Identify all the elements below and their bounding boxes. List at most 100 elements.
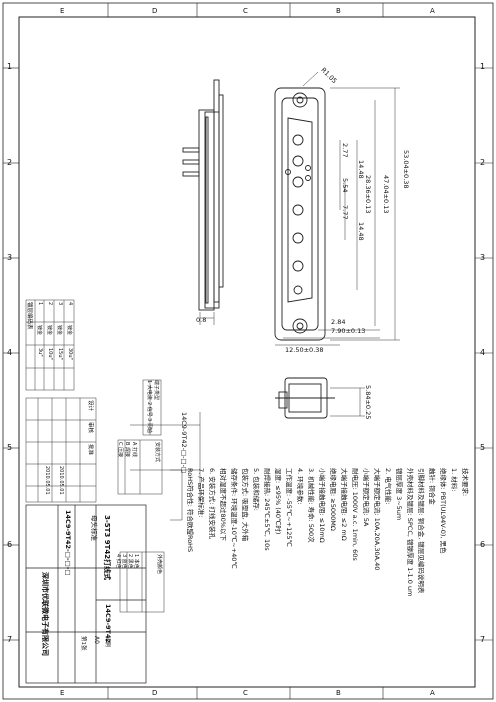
front-view — [274, 87, 326, 341]
zone-letter-a-bottom: A — [430, 689, 435, 697]
title-block-scale-value: A0 — [93, 636, 100, 644]
dim-584: 5.84±0.25 — [364, 385, 372, 420]
dim-277: 2.77 — [341, 143, 349, 158]
note-line: 耐焊接热: 245℃±5℃, 10s — [263, 468, 271, 551]
note-line: 包装方式: 吸塑盘, 大外箱 — [241, 468, 249, 542]
zone-letter-d-bottom: D — [152, 689, 158, 697]
zone-num-7-left: 7 — [7, 635, 13, 644]
zone-letter-b-bottom: B — [336, 689, 341, 697]
code-table-c-row: 4 红色 — [115, 554, 121, 569]
zone-letter-c: C — [243, 7, 248, 15]
dim-284: 2.84 — [331, 318, 346, 326]
plating-row: 镀金 — [46, 325, 52, 336]
code-table-c-row: 3 蓝色 — [121, 554, 127, 569]
zone-num-3-right: 3 — [480, 253, 486, 262]
rev-approve-label: 批准 — [87, 444, 93, 456]
note-line: 外壳材料及镀层: SPCC, 镀镍厚度 1-1.0 um — [406, 468, 414, 597]
zone-num-2-left: 2 — [7, 158, 13, 167]
dim-554: 5.54 — [341, 178, 349, 193]
code-table-a-row: 2 信号 — [146, 402, 152, 417]
zone-num-6-left: 6 — [7, 540, 13, 549]
note-line: 相对湿度不超过80%以下 — [219, 468, 227, 541]
plating-row: 镀金 — [36, 325, 42, 336]
note-line: RoHS符合性: 符合欧盟RoHS — [186, 468, 194, 553]
note-line: 大端子接触电阻: ≤2 mΩ — [340, 468, 348, 541]
zone-letter-a: A — [430, 7, 435, 15]
note-line: 绝缘体: PBT(UL94V-0), 黑色 — [439, 468, 447, 554]
title-block-subtitle: 母头标准 — [90, 515, 98, 541]
plating-table — [25, 299, 75, 391]
title-block-scale-label: 比例 — [104, 636, 110, 648]
note-line: 小端子额定电流: 5A — [362, 468, 370, 527]
notes-title: 技术要求: — [461, 468, 469, 497]
dim-53: 53.04±0.38 — [402, 150, 410, 189]
code-table-a-row: 3 同轴 — [146, 418, 152, 433]
code-table-b-title: 安装方式 — [154, 442, 160, 463]
note-line: 耐电压: 1000V a.c. 1min, 60s — [351, 468, 359, 561]
notes-block: 技术要求: 1. 材料: 绝缘体: PBT(UL94V-0), 黑色 触针: 铜… — [184, 468, 470, 596]
note-line: 4. 环境参数: — [296, 468, 304, 505]
dim-1250: 12.50±0.38 — [285, 346, 324, 354]
rev-date-2: 2010.05.01 — [44, 466, 50, 495]
note-line: 触针: 铜合金 — [428, 468, 436, 505]
title-block-part-no: 14C9-9T42-□-□-□ — [64, 510, 72, 576]
zone-num-7-right: 7 — [480, 635, 486, 644]
code-table-b-row: A 打线 — [131, 442, 137, 458]
zone-letter-e-bottom: E — [60, 689, 65, 697]
note-line: 小端子接触电阻: ≤10mΩ — [318, 468, 326, 543]
zone-num-2-right: 2 — [480, 158, 486, 167]
note-line: 引脚材料及镀层: 铜合金, 镀层见编码说明表 — [417, 468, 425, 594]
note-line: 1. 材料: — [450, 468, 458, 492]
plating-row: 10u" — [47, 348, 53, 360]
title-block-product: 3-5T3 9T42打线式 — [103, 515, 111, 581]
title-block-sheet: 第1张 — [80, 636, 86, 651]
note-line: 2. 电气性能: — [384, 468, 392, 505]
note-line: 3. 机械性能: 寿命: 500次 — [307, 468, 315, 543]
note-line: 绝缘电阻: ≥5000MΩ — [329, 468, 337, 531]
dim-28: 28.36±0.13 — [364, 175, 372, 214]
title-block-company: 深圳市优联微电子有限公司 — [41, 572, 49, 656]
dim-47: 47.04±0.13 — [382, 175, 390, 214]
plating-row: 2 — [47, 302, 53, 306]
dim-14b: 14.48 — [357, 222, 365, 241]
part-code: 14C9-9T42-□-□-□ — [180, 412, 188, 474]
zone-num-1-right: 1 — [480, 62, 486, 71]
zone-num-3-left: 3 — [7, 253, 13, 262]
rev-check-label: 审核 — [87, 422, 93, 434]
code-table-c-row: 1 本色 — [133, 554, 139, 569]
code-table-a-title: 端子类型 — [153, 380, 159, 401]
zone-num-5-right: 5 — [480, 443, 486, 452]
note-line: 7. 产品环保标准: — [197, 468, 205, 518]
title-block-frame — [25, 504, 147, 684]
plating-row: 3u" — [37, 348, 43, 357]
note-line: 6. 安装方式: 打线安装孔 — [208, 468, 216, 540]
zone-letter-d: D — [152, 7, 158, 15]
plating-table-title: 镀层编码表 — [26, 302, 32, 330]
note-line: 储存条件: 环境温度-10℃~+40℃ — [230, 468, 238, 569]
zone-num-5-left: 5 — [7, 443, 13, 452]
rev-design-label: 设计 — [87, 400, 93, 412]
bottom-view — [275, 377, 335, 419]
plating-row: 4 — [67, 302, 73, 306]
note-line: 工作温度: -55℃~+125℃ — [285, 468, 293, 547]
plating-row: 1 — [37, 302, 43, 306]
code-table-c-row: 2 黑色 — [127, 554, 133, 569]
plating-row: 15u" — [57, 348, 63, 360]
code-table-b-row: C 压接 — [117, 442, 123, 458]
plating-row: 30u" — [67, 348, 73, 360]
note-line: 镀层厚度 3~5um — [395, 468, 403, 521]
dim-790: 7.90±0.13 — [331, 327, 366, 335]
zone-num-1-left: 1 — [7, 62, 13, 71]
zone-num-6-right: 6 — [480, 540, 486, 549]
code-table-b-row: B 焊接 — [124, 442, 130, 458]
plating-row: 3 — [57, 302, 63, 306]
plating-row: 镀金 — [56, 325, 62, 336]
zone-letter-b: B — [336, 7, 341, 15]
note-line: 湿度: ≤95% (40℃时) — [274, 468, 282, 535]
code-table-c-title: 外壳颜色 — [156, 554, 162, 575]
zone-letter-e: E — [60, 7, 65, 15]
note-line: 大端子额定电流: 10A,20A,30A,40 — [373, 468, 381, 571]
side-view — [182, 79, 224, 311]
revision-block — [25, 397, 97, 503]
